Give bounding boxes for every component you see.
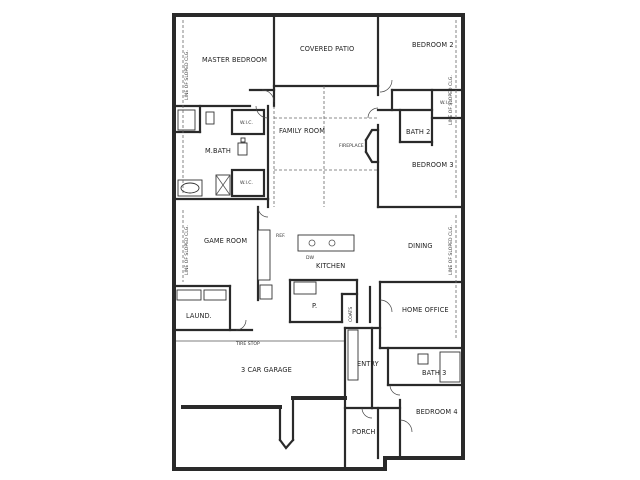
kitchen-label: KITCHEN xyxy=(316,262,345,270)
game-room-label: GAME ROOM xyxy=(204,237,247,245)
entry-walls xyxy=(343,326,382,410)
bedroom-3-label: BEDROOM 3 xyxy=(412,161,454,169)
bedroom-2-walls xyxy=(376,84,465,147)
coats-label: COATS xyxy=(348,307,354,322)
home-office-walls xyxy=(378,280,465,350)
home-office-label: HOME OFFICE xyxy=(402,306,449,314)
bedroom-2-label: BEDROOM 2 xyxy=(412,41,454,49)
porch-walls xyxy=(343,406,380,460)
family-room-walls xyxy=(273,86,380,209)
bedroom-4-label: BEDROOM 4 xyxy=(416,408,458,416)
sloped-ceiling-note-right: LINE OF SLOPED CLG. xyxy=(448,225,454,275)
covered-patio-label: COVERED PATIO xyxy=(300,45,354,53)
entry-label: ENTRY xyxy=(357,360,380,368)
tire-stop-label: TIRE STOP xyxy=(235,341,260,347)
bath-3-label: BATH 3 xyxy=(422,369,446,377)
door-swings xyxy=(235,79,413,433)
exterior-wall xyxy=(172,13,465,471)
wic-2-label: W.I.C. xyxy=(240,180,253,186)
master-bedroom-label: MASTER BEDROOM xyxy=(202,56,267,64)
laundry-walls xyxy=(172,284,254,332)
family-room-label: FAMILY ROOM xyxy=(279,127,325,135)
porch-label: PORCH xyxy=(352,428,375,436)
mbath-label: M.BATH xyxy=(205,147,231,155)
wic-3-label: W.I.C. xyxy=(440,100,453,106)
kitchen-fixtures xyxy=(257,229,359,324)
pantry-walls xyxy=(288,278,372,324)
wic-1-label: W.I.C. xyxy=(240,120,253,126)
dw-label: DW xyxy=(306,255,315,261)
garage-label: 3 CAR GARAGE xyxy=(241,366,292,374)
sloped-ceiling-note-right-top: LINE OF SLOPED CLG. xyxy=(448,75,454,125)
dining-label: DINING xyxy=(408,242,433,250)
sloped-ceiling-note-left-game: LINE OF SLOPED CLG. xyxy=(184,225,190,275)
bath-3-walls xyxy=(386,346,465,387)
ref-label: REF. xyxy=(276,233,285,239)
sloped-ceiling-note-left: LINE OF SLOPED CLG. xyxy=(184,50,190,100)
bedroom-4-walls xyxy=(370,398,402,460)
bath-2-label: BATH 2 xyxy=(406,128,430,136)
fireplace-label: FIREPLACE xyxy=(339,143,364,149)
laundry-label: LAUND. xyxy=(186,312,212,320)
master-bath-fixtures xyxy=(177,109,248,197)
covered-patio-walls xyxy=(272,13,380,88)
master-bath-walls xyxy=(172,104,270,201)
pantry-label: P. xyxy=(312,302,317,310)
garage-walls xyxy=(176,326,347,471)
